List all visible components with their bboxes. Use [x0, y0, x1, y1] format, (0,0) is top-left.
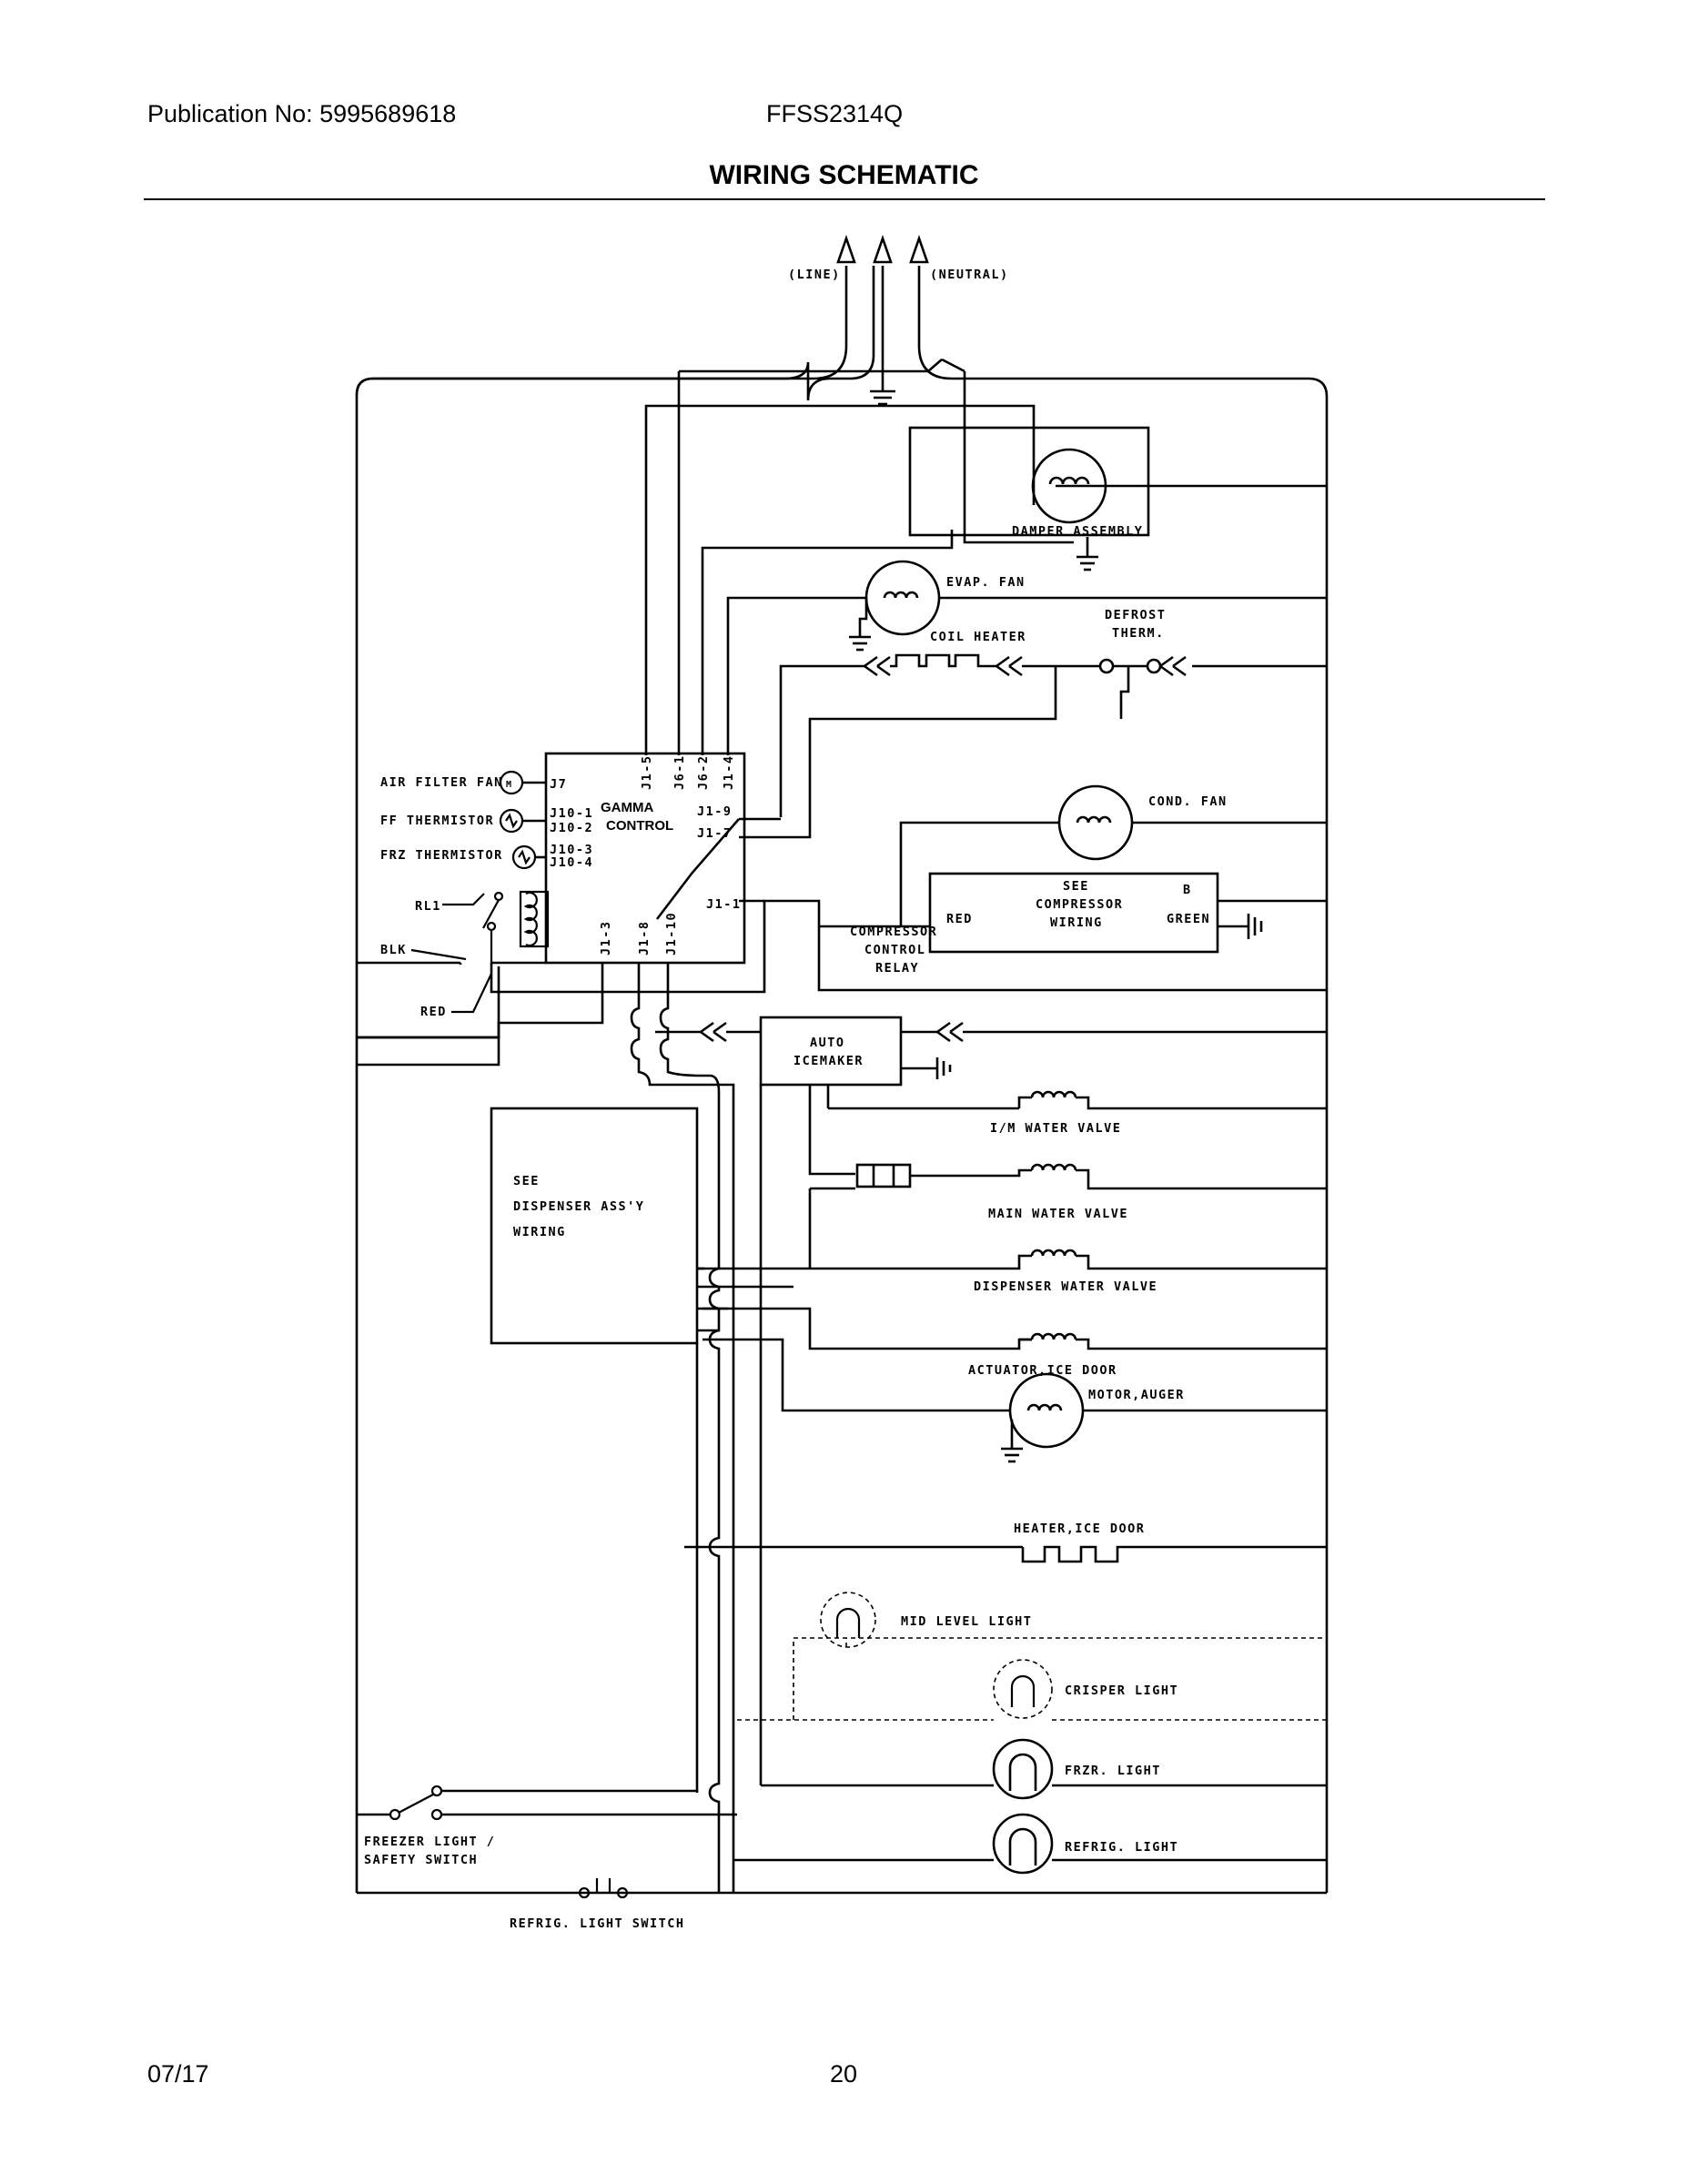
compressor-section: COND. FAN SEE COMPRESSOR WIRING RED B GR…: [819, 784, 1327, 976]
valves-section: I/M WATER VALVE MAIN WATER VALVE DISPENS…: [702, 1085, 1327, 1463]
defrost-therm-label-2: THERM.: [1112, 626, 1165, 641]
main-valve-label: MAIN WATER VALVE: [988, 1207, 1128, 1221]
refrig-light-label: REFRIG. LIGHT: [1065, 1840, 1178, 1855]
pin-j1-5: J1-5: [640, 754, 654, 790]
defrost-therm-label-1: DEFROST: [1105, 608, 1166, 622]
mid-light-label: MID LEVEL LIGHT: [901, 1614, 1032, 1629]
dispenser-box: SEE DISPENSER ASS'Y WIRING: [490, 1107, 793, 1345]
pin-j6-1: J6-1: [672, 754, 687, 790]
control-label-1: GAMMA: [601, 800, 653, 815]
compressor-green: GREEN: [1167, 912, 1210, 926]
blk-label: BLK: [380, 943, 407, 957]
top-wiring: DAMPER ASSEMBLY EVAP. FAN COIL HEATER DE…: [644, 358, 1327, 839]
pin-j10-2: J10-2: [550, 821, 593, 835]
pin-j1-10: J1-10: [664, 912, 679, 956]
page-number: 20: [830, 2060, 858, 2088]
lights-section: HEATER,ICE DOOR MID LEVEL LIGHT CRISPER …: [684, 1085, 1328, 1875]
publication-number: Publication No: 5995689618: [147, 100, 457, 127]
pin-j6-2: J6-2: [696, 754, 711, 790]
pin-j10-4: J10-4: [550, 855, 593, 870]
relay-label-1: COMPRESSOR: [850, 925, 937, 939]
frz-thermistor-label: FRZ THERMISTOR: [380, 848, 503, 863]
pin-j7: J7: [550, 777, 567, 792]
pin-j1-3: J1-3: [599, 920, 613, 956]
actuator-label: ACTUATOR,ICE DOOR: [968, 1363, 1117, 1378]
refrig-switch-label: REFRIG. LIGHT SWITCH: [510, 1916, 685, 1931]
motor-auger-label: MOTOR,AUGER: [1088, 1388, 1185, 1402]
compressor-box-1: SEE: [1063, 879, 1089, 894]
air-filter-fan-label: AIR FILTER FAN: [380, 775, 503, 790]
damper-label: DAMPER ASSEMBLY: [1012, 524, 1143, 539]
relay-label-3: RELAY: [875, 961, 919, 976]
header-rule: [144, 198, 1545, 200]
evap-fan-label: EVAP. FAN: [946, 575, 1026, 590]
compressor-box-2: COMPRESSOR: [1036, 897, 1123, 912]
icemaker-label-2: ICEMAKER: [793, 1054, 864, 1068]
cond-fan-label: COND. FAN: [1148, 794, 1228, 809]
line-label: (LINE): [788, 268, 841, 282]
ff-thermistor-label: FF THERMISTOR: [380, 814, 494, 828]
freezer-switch-label-1: FREEZER LIGHT /: [364, 1835, 495, 1849]
compressor-box-3: WIRING: [1050, 915, 1103, 930]
gamma-control: GAMMA CONTROL J1-5 J6-1 J6-2 J1-4 J1-3 J…: [482, 752, 781, 965]
freezer-switch-label-2: SAFETY SWITCH: [364, 1853, 478, 1867]
neutral-label: (NEUTRAL): [930, 268, 1009, 282]
icemaker-section: AUTO ICEMAKER: [357, 1016, 1327, 1176]
rl1-label: RL1: [415, 899, 441, 914]
compressor-b: B: [1183, 883, 1192, 897]
dispenser-box-1: SEE: [513, 1174, 540, 1188]
crisper-light-label: CRISPER LIGHT: [1065, 1684, 1178, 1698]
relay-label-2: CONTROL: [864, 943, 925, 957]
pin-j10-1: J10-1: [550, 806, 593, 821]
pin-j1-4: J1-4: [722, 754, 736, 790]
dispenser-box-3: WIRING: [513, 1225, 566, 1239]
heater-ice-door-label: HEATER,ICE DOOR: [1014, 1522, 1145, 1536]
compressor-red: RED: [946, 912, 973, 926]
model-number: FFSS2314Q: [766, 100, 904, 127]
pin-j1-1: J1-1: [706, 897, 742, 912]
dispenser-valve-label: DISPENSER WATER VALVE: [974, 1279, 1157, 1294]
switches-section: FREEZER LIGHT / SAFETY SWITCH REFRIG. LI…: [357, 1343, 737, 1931]
pin-j1-9: J1-9: [697, 804, 733, 819]
svg-text:M: M: [506, 780, 513, 790]
red-label: RED: [420, 1005, 447, 1019]
pin-j1-8: J1-8: [637, 920, 652, 956]
frzr-light-label: FRZR. LIGHT: [1065, 1764, 1161, 1778]
footer-date: 07/17: [147, 2060, 209, 2088]
pin-j10-3: J10-3: [550, 843, 593, 857]
control-inputs: AIR FILTER FAN M FF THERMISTOR FRZ THERM…: [380, 770, 546, 1019]
im-valve-label: I/M WATER VALVE: [990, 1121, 1121, 1136]
icemaker-label-1: AUTO: [810, 1036, 845, 1050]
dispenser-box-2: DISPENSER ASS'Y: [513, 1199, 644, 1214]
coil-heater-label: COIL HEATER: [930, 630, 1026, 644]
control-label-2: CONTROL: [606, 818, 673, 834]
page-title: WIRING SCHEMATIC: [709, 160, 979, 190]
